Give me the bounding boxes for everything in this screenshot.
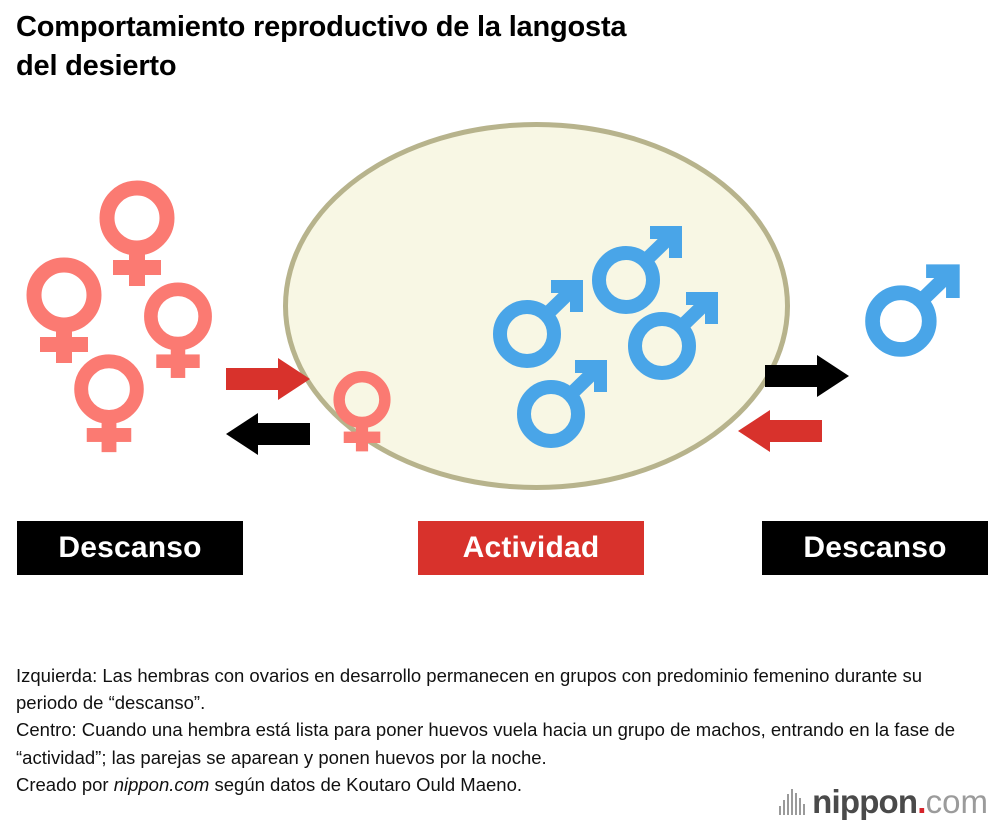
logo-name: nippon xyxy=(812,783,918,820)
male-symbol xyxy=(861,256,966,361)
female-symbol xyxy=(140,280,216,380)
phase-label-rest-left: Descanso xyxy=(17,521,243,575)
sound-bars-icon xyxy=(779,789,806,818)
credit-source: nippon.com xyxy=(113,773,210,795)
credit-prefix: Creado por xyxy=(16,773,114,795)
caption-line-left: Izquierda: Las hembras con ovarios en de… xyxy=(16,665,923,714)
arrow-female-returns-to-rest xyxy=(226,413,310,455)
caption-block: Izquierda: Las hembras con ovarios en de… xyxy=(16,662,984,798)
nippon-logo[interactable]: nippon.com xyxy=(779,785,988,818)
diagram-stage xyxy=(0,100,1000,600)
male-symbol xyxy=(624,284,724,384)
arrow-female-enters-activity xyxy=(226,358,310,400)
page-title: Comportamiento reproductivo de la langos… xyxy=(16,11,627,82)
male-symbol xyxy=(489,272,589,372)
phase-label-rest-right: Descanso xyxy=(762,521,988,575)
arrow-male-leaves-activity xyxy=(765,355,849,397)
female-symbol xyxy=(330,368,394,454)
logo-dot: . xyxy=(917,783,926,820)
female-symbol xyxy=(70,352,148,454)
caption-line-center: Centro: Cuando una hembra está lista par… xyxy=(16,719,955,768)
male-symbol xyxy=(513,352,613,452)
nippon-wordmark: nippon.com xyxy=(812,785,988,818)
male-symbol xyxy=(588,218,688,318)
phase-label-activity: Actividad xyxy=(418,521,644,575)
female-symbol xyxy=(22,255,106,365)
logo-tld: com xyxy=(925,783,988,820)
arrow-male-enters-activity xyxy=(738,410,822,452)
credit-suffix: según datos de Koutaro Ould Maeno. xyxy=(209,773,523,795)
caption-credit: Creado por nippon.com según datos de Kou… xyxy=(16,771,984,798)
female-symbol xyxy=(95,178,179,288)
